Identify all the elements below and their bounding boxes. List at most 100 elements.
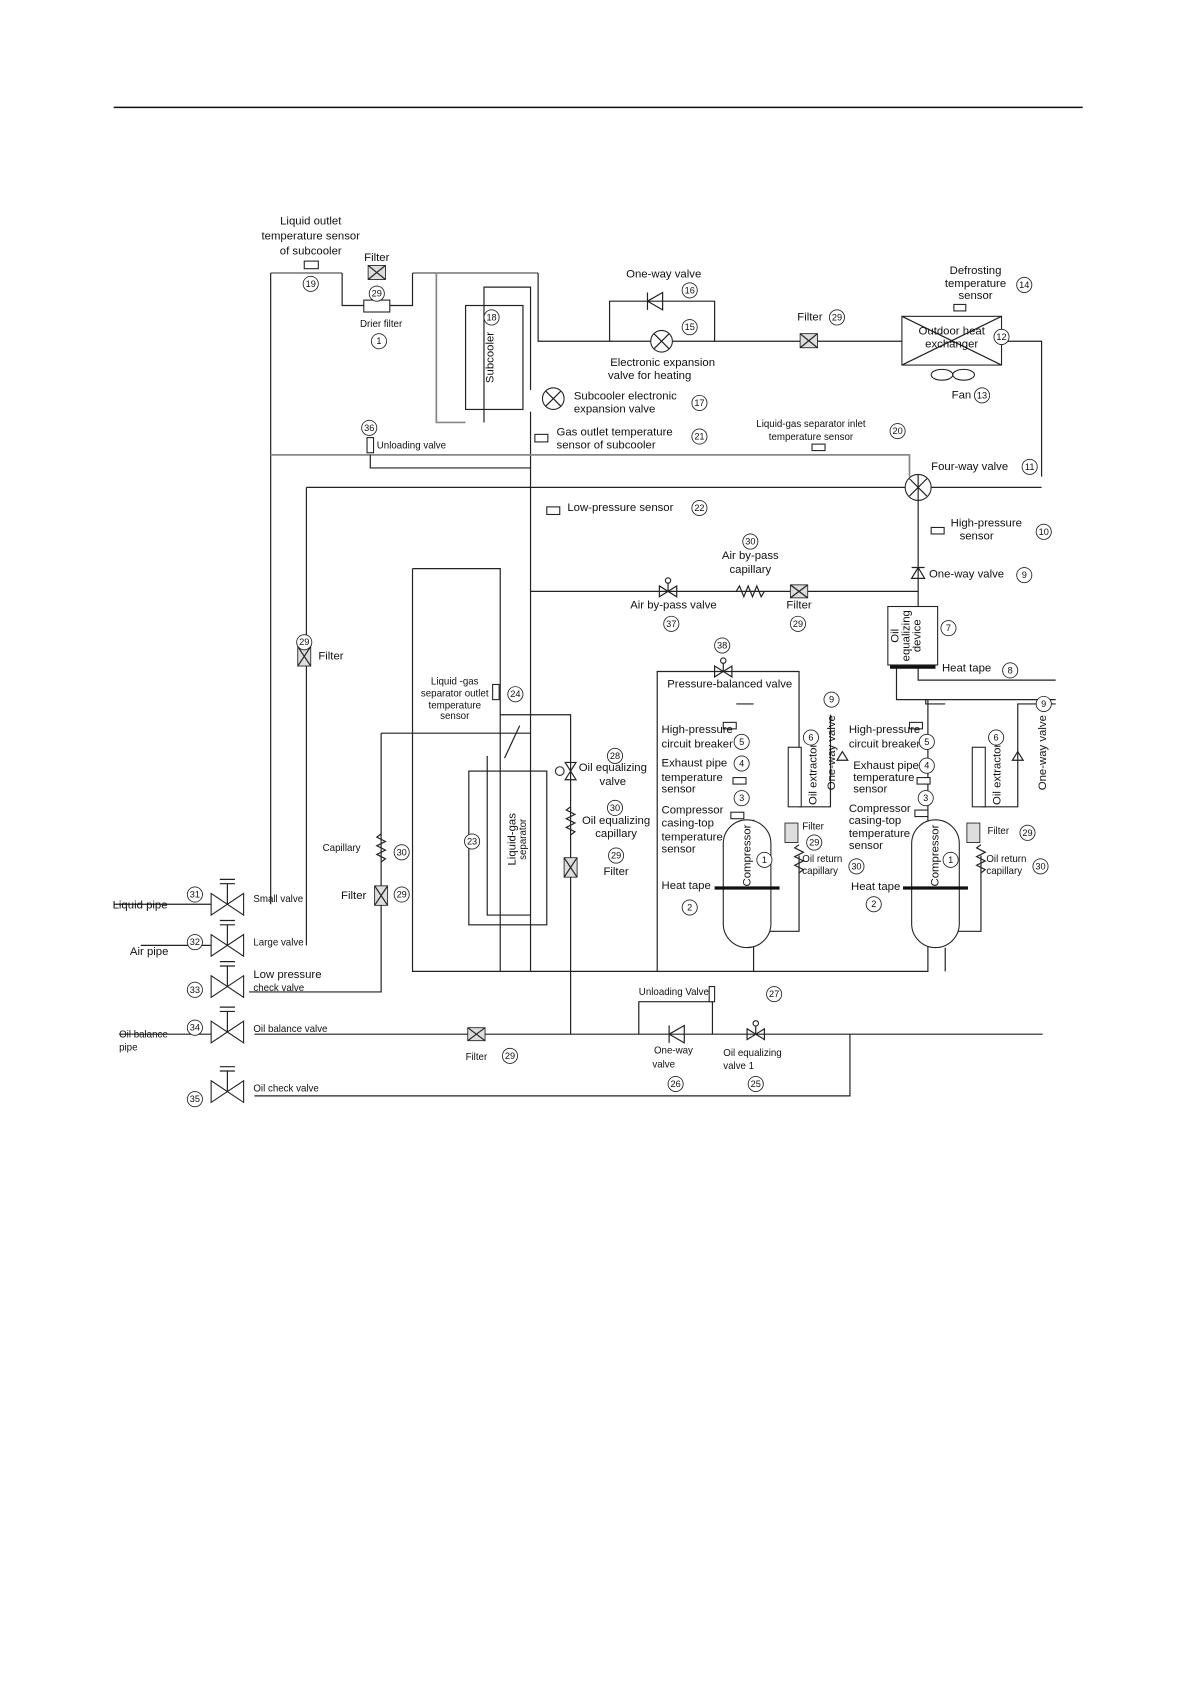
component-label: Low-pressure sensor [567, 502, 673, 514]
sensor-icon [546, 506, 561, 516]
reference-number: 4 [733, 755, 750, 772]
component-label: temperature [662, 831, 723, 843]
capillary-icon [564, 806, 577, 836]
reference-number: 19 [302, 275, 319, 292]
component-label: capillary [729, 564, 771, 576]
component-label: Drier filter [360, 319, 403, 330]
reference-number-text: 12 [996, 332, 1006, 342]
number-circle-icon [714, 637, 731, 654]
reference-number-text: 29 [611, 851, 621, 861]
component-label: Oil equalizing [579, 762, 647, 774]
component-label: sensor [440, 711, 470, 722]
component-label: temperature sensor [261, 230, 360, 242]
reference-number-text: 29 [809, 838, 819, 848]
reference-number: 30 [393, 844, 410, 861]
reference-number-text: 3 [739, 793, 744, 803]
reference-number: 27 [766, 986, 783, 1003]
reference-number-text: 30 [745, 537, 755, 547]
component-label: Oil extractor [991, 744, 1003, 805]
reference-number: 28 [606, 747, 624, 764]
component-label: Filter [802, 822, 824, 833]
reference-number-text: 29 [397, 890, 407, 900]
sensor-icon [303, 260, 319, 270]
component-label: Compressor [930, 824, 942, 886]
component-label: Small valve [253, 894, 303, 905]
reference-number-text: 5 [924, 737, 929, 747]
number-circle-icon [940, 620, 957, 637]
number-circle-icon [789, 615, 806, 632]
reference-number: 22 [691, 499, 708, 516]
one-way-valve-icon [1011, 750, 1025, 761]
sensor-icon [730, 811, 745, 820]
pressure-balanced-valve-icon [714, 657, 733, 678]
component-label: One-way valve [626, 268, 701, 280]
component-label: sensor [662, 843, 696, 855]
component-label: sensor [853, 784, 887, 796]
reference-number-text: 5 [739, 737, 744, 747]
reference-number-text: 34 [190, 1023, 200, 1033]
reference-number: 21 [691, 428, 708, 445]
number-circle-icon [608, 847, 625, 864]
component-label: Liquid pipe [113, 900, 168, 912]
reference-number: 29 [789, 615, 806, 632]
number-circle-icon [1016, 276, 1033, 293]
component-label: Liquid-gas [506, 813, 518, 866]
component-label: temperature [662, 772, 723, 784]
number-circle-icon [186, 934, 203, 951]
reference-number-text: 29 [832, 312, 842, 322]
reference-number: 1 [942, 851, 959, 868]
component-label: Unloading Valve [639, 987, 709, 998]
reference-number: 2 [681, 899, 698, 916]
reference-number: 4 [918, 757, 935, 774]
number-circle-icon [393, 886, 410, 903]
number-circle-icon [186, 886, 203, 903]
component-label: of subcooler [280, 246, 342, 258]
number-circle-icon [828, 309, 845, 326]
reference-number-text: 29 [505, 1051, 515, 1061]
reference-number-text: 10 [1039, 527, 1049, 537]
expansion-valve-icon [541, 387, 565, 410]
number-circle-icon [1016, 567, 1033, 584]
component-label: Oil extractor [807, 744, 819, 805]
component-label: Low pressure [253, 969, 321, 981]
component-label: expansion valve [574, 404, 655, 416]
reference-number-text: 9 [1041, 699, 1046, 709]
reference-number-text: 1 [376, 336, 381, 346]
sensor-icon [914, 809, 929, 818]
component-label: temperature [945, 278, 1006, 290]
reference-number-text: 27 [769, 989, 779, 999]
components [210, 260, 1025, 1103]
number-circle-icon [802, 729, 819, 746]
component-label: circuit breaker [662, 738, 734, 750]
reference-number: 13 [974, 387, 991, 404]
reference-number: 37 [663, 615, 680, 632]
reference-number: 10 [1035, 523, 1052, 540]
component-label: Oil return [802, 854, 842, 865]
component-label: Subcooler electronic [574, 391, 677, 403]
reference-number: 32 [186, 934, 203, 951]
number-circle-icon [302, 275, 319, 292]
component-label: sensor [849, 840, 883, 852]
sensor-icon [916, 777, 931, 785]
component-label: Filter [318, 651, 343, 663]
component-label: equalizing [900, 610, 912, 661]
reference-number-text: 30 [851, 861, 861, 871]
reference-number-text: 17 [694, 398, 704, 408]
number-circle-icon [756, 851, 773, 868]
component-label: Air pipe [130, 946, 169, 958]
reference-number: 30 [1032, 858, 1049, 875]
number-circle-icon [393, 844, 410, 861]
number-circle-icon [186, 981, 203, 998]
fan-icon [930, 368, 975, 381]
sensor-icon [722, 721, 737, 730]
component-label: sensor of subcooler [557, 439, 656, 451]
component-label: Gas outlet temperature [557, 426, 673, 438]
piping [113, 272, 1056, 1097]
component-label: casing-top [849, 815, 901, 827]
component-label: Filter [466, 1052, 488, 1063]
reference-number-text: 32 [190, 937, 200, 947]
reference-number: 17 [691, 394, 708, 411]
number-circle-icon [507, 686, 524, 703]
component-label: exchanger [925, 339, 978, 351]
